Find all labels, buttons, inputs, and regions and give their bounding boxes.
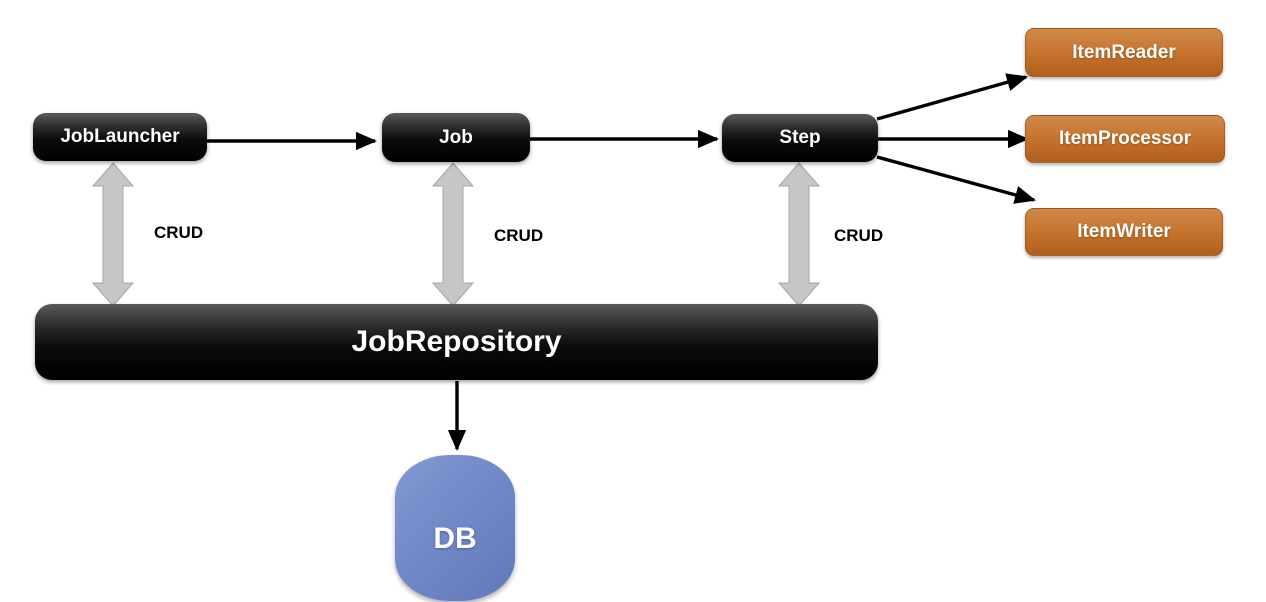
node-db-label: DB — [433, 522, 477, 555]
double-arrow-joblauncher-jobrepository — [91, 162, 135, 307]
node-jobrepository: JobRepository — [35, 304, 878, 380]
node-itemreader-label: ItemReader — [1072, 41, 1176, 63]
arrow-step-to-itemreader — [876, 73, 1028, 121]
node-step-label: Step — [779, 127, 821, 148]
arrow-step-to-itemwriter — [876, 155, 1036, 204]
node-itemprocessor-label: ItemProcessor — [1058, 128, 1191, 149]
edge-label-crud-step: CRUD — [834, 226, 884, 245]
node-db-cylinder: DB — [395, 455, 515, 601]
node-job: Job — [382, 113, 530, 162]
edge-label-crud-job: CRUD — [494, 226, 544, 245]
node-itemwriter: ItemWriter — [1025, 208, 1223, 256]
node-jobrepository-label: JobRepository — [351, 325, 562, 358]
node-joblauncher-label: JobLauncher — [60, 126, 180, 147]
node-itemwriter-label: ItemWriter — [1077, 221, 1171, 242]
node-step: Step — [722, 114, 878, 162]
node-itemprocessor: ItemProcessor — [1025, 115, 1225, 163]
double-arrow-job-jobrepository — [431, 162, 475, 307]
double-arrow-step-jobrepository — [777, 162, 821, 307]
node-joblauncher: JobLauncher — [33, 113, 207, 161]
node-itemreader: ItemReader — [1025, 28, 1223, 77]
edge-label-crud-joblauncher: CRUD — [154, 223, 204, 242]
node-job-label: Job — [439, 126, 473, 148]
